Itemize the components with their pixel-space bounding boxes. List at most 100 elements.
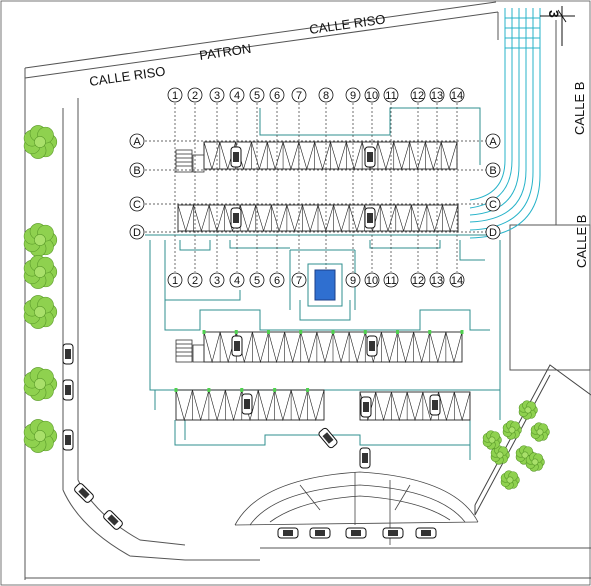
column-marker: 12	[410, 272, 426, 288]
stall-diagonals	[175, 389, 325, 422]
entrance-ramp	[469, 8, 541, 239]
grid-marker-circle	[345, 87, 361, 103]
car	[309, 527, 331, 539]
column-marker: 5	[249, 272, 265, 288]
grid-marker-label: 3	[214, 275, 220, 287]
car-roof	[315, 530, 325, 536]
street-label-calle-b-lower: CALLE B	[574, 215, 589, 268]
grid-marker-label: 2	[192, 90, 198, 102]
column-marker: 7	[291, 272, 307, 288]
tree	[490, 445, 510, 465]
street-label-calle-b-upper: CALLE B	[572, 82, 587, 135]
car-roof	[367, 152, 373, 162]
car-roof	[78, 487, 90, 499]
car	[230, 207, 242, 229]
grid-marker-label: 13	[431, 275, 443, 287]
grid-marker-label: B	[133, 165, 140, 177]
grid-marker-label: 10	[366, 275, 378, 287]
grid-marker-label: A	[489, 136, 497, 148]
car	[231, 335, 243, 357]
column-marker: 7	[291, 87, 307, 103]
stair-upper	[175, 149, 205, 173]
car	[345, 527, 367, 539]
grid-marker-label: 6	[274, 90, 280, 102]
grid-marker-label: A	[133, 136, 141, 148]
car	[62, 379, 74, 401]
car-roof	[233, 152, 239, 162]
grid-marker-label: 14	[451, 90, 463, 102]
column-marker: 4	[229, 272, 245, 288]
parking-row	[359, 391, 471, 422]
tree	[23, 125, 58, 159]
grid-marker-circle	[129, 162, 145, 178]
column-tick	[363, 330, 367, 334]
tree-center	[524, 406, 532, 414]
column-marker: 10	[364, 272, 380, 288]
grid-marker-label: 9	[350, 90, 356, 102]
column-tick	[207, 388, 211, 392]
row-marker: C	[129, 196, 145, 212]
column-marker: 5	[249, 87, 265, 103]
building-walls	[145, 107, 501, 460]
grid-marker-circle	[410, 87, 426, 103]
dimension-label: 3	[546, 10, 562, 18]
column-marker: 1	[167, 87, 183, 103]
cars	[62, 146, 441, 539]
car-roof	[283, 530, 293, 536]
tree	[23, 419, 58, 453]
parking-row	[203, 141, 458, 171]
column-tick	[299, 330, 303, 334]
car-roof	[432, 400, 438, 410]
column-grid	[145, 103, 487, 272]
tree-center	[521, 451, 529, 459]
grid-marker-label: 12	[412, 275, 424, 287]
grid-marker-circle	[383, 272, 399, 288]
column-marker: 2	[187, 87, 203, 103]
grid-marker-label: 4	[234, 90, 240, 102]
column-marker: 6	[269, 272, 285, 288]
grid-marker-circle	[129, 133, 145, 149]
car-roof	[107, 514, 119, 526]
tree	[502, 420, 522, 440]
column-marker: 8	[318, 87, 334, 103]
grid-marker-circle	[129, 224, 145, 240]
row-marker: C	[485, 196, 501, 212]
column-tick	[306, 388, 310, 392]
stall-diagonals	[177, 204, 459, 233]
stall-diagonals	[203, 141, 458, 171]
tree	[525, 452, 545, 472]
grid-marker-label: 10	[366, 90, 378, 102]
grid-marker-label: 13	[431, 90, 443, 102]
grid-marker-circle	[129, 196, 145, 212]
grid-marker-label: 12	[412, 90, 424, 102]
grid-marker-label: D	[133, 227, 141, 239]
grid-marker-label: 5	[254, 90, 260, 102]
column-marker: 12	[410, 87, 426, 103]
tree-center	[531, 458, 539, 466]
grid-marker-circle	[485, 133, 501, 149]
grid-marker-circle	[429, 87, 445, 103]
parking-row	[202, 330, 464, 364]
tree	[530, 422, 550, 442]
trees	[23, 125, 550, 490]
grid-marker-circle	[229, 87, 245, 103]
grid-marker-circle	[229, 272, 245, 288]
tree-center	[34, 136, 46, 148]
car	[103, 510, 123, 530]
column-marker: 10	[364, 87, 380, 103]
parking-row-outline	[359, 391, 471, 421]
car	[359, 447, 371, 469]
grid-marker-label: 4	[234, 275, 240, 287]
row-marker: B	[129, 162, 145, 178]
grid-marker-label: 3	[214, 90, 220, 102]
grid-marker-circle	[383, 87, 399, 103]
grid-marker-circle	[449, 272, 465, 288]
column-tick	[460, 330, 464, 334]
grid-marker-label: 14	[451, 275, 463, 287]
grid-marker-circle	[209, 87, 225, 103]
grid-marker-circle	[485, 224, 501, 240]
grid-marker-circle	[269, 272, 285, 288]
tree-center	[488, 436, 496, 444]
